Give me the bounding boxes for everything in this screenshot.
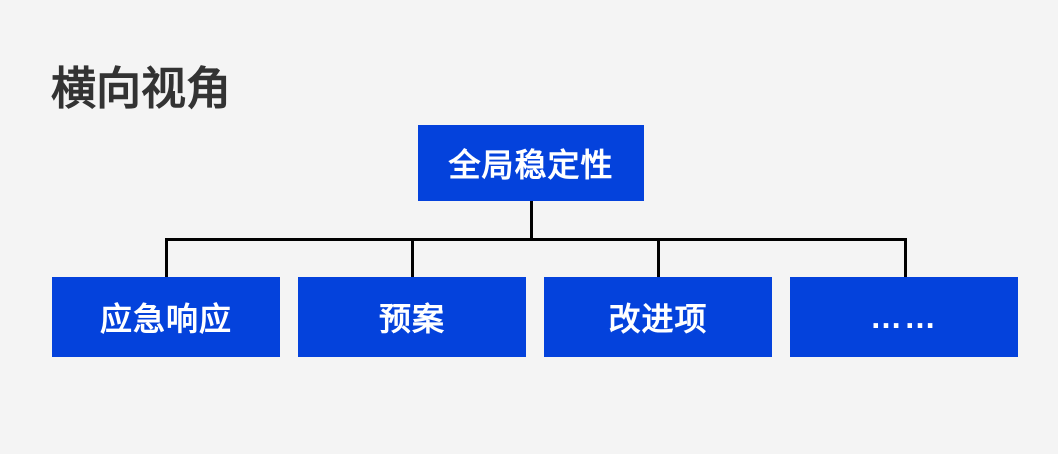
tree-node-root[interactable]: 全局稳定性 [418,125,644,201]
connector-horizontal-bus [165,238,907,241]
tree-node-root-label: 全局稳定性 [448,147,614,183]
tree-node-child-4[interactable]: …… [790,277,1018,357]
tree-node-child-1-label: 应急响应 [99,301,232,337]
connector-drop-2 [411,238,414,277]
tree-node-child-3[interactable]: 改进项 [544,277,772,357]
connector-root-stem [530,201,533,239]
tree-node-child-2[interactable]: 预案 [298,277,526,357]
tree-node-child-4-label: …… [870,298,938,335]
connector-drop-3 [657,238,660,277]
tree-node-child-1[interactable]: 应急响应 [52,277,280,357]
page-title: 横向视角 [51,63,232,114]
tree-node-child-3-label: 改进项 [608,301,708,337]
tree-node-child-2-label: 预案 [378,301,445,337]
connector-drop-1 [165,238,168,277]
connector-drop-4 [904,238,907,277]
